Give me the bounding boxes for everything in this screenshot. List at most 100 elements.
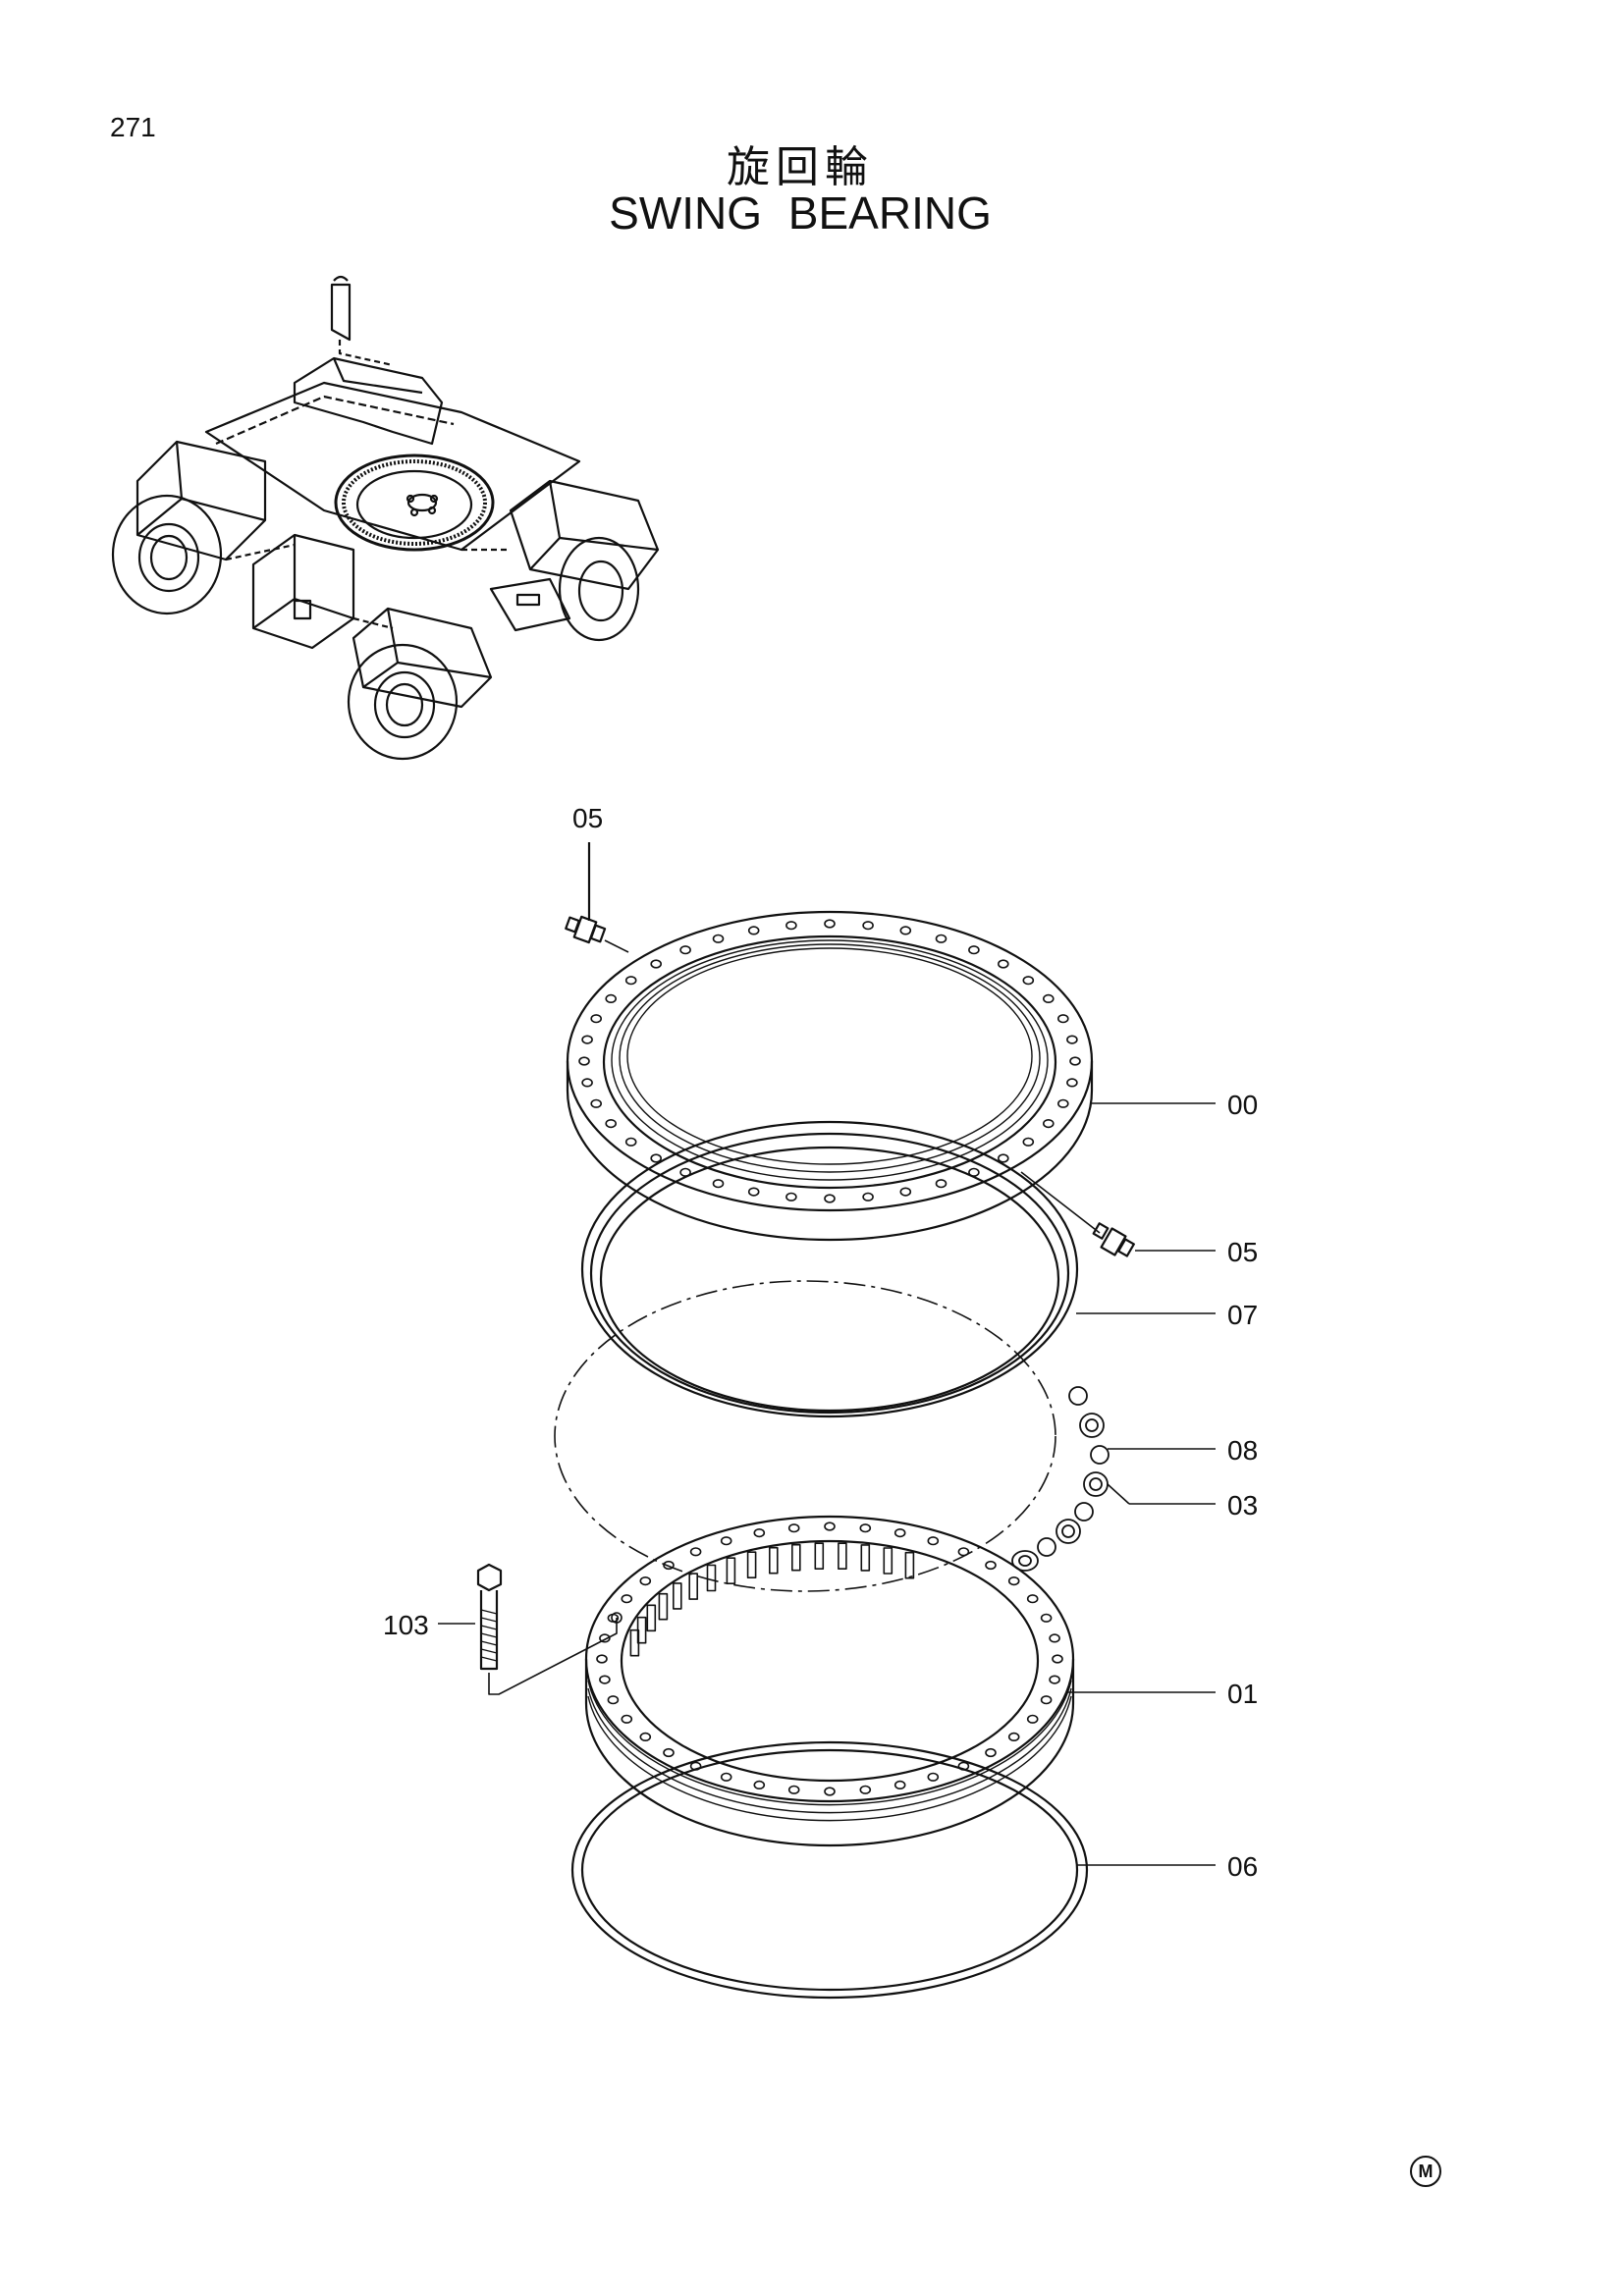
bolt-hole	[824, 1522, 836, 1531]
bolt-hole	[663, 1560, 675, 1571]
bolt-hole	[720, 1772, 732, 1782]
gear-tooth	[658, 1592, 669, 1621]
seal-07	[580, 1120, 1079, 1418]
bolt-hole	[621, 1594, 633, 1604]
bolt-hole	[985, 1747, 997, 1758]
bolt-hole	[621, 1714, 633, 1724]
bolt-hole	[862, 1192, 874, 1201]
bolt-hole	[1066, 1035, 1078, 1044]
bolt-hole	[859, 1523, 872, 1533]
bolt-hole	[590, 1098, 603, 1108]
gear-tooth	[726, 1557, 736, 1584]
bolt-hole	[1007, 1575, 1020, 1586]
bolt-hole	[985, 1560, 997, 1571]
bolt-hole	[957, 1547, 970, 1557]
gear-tooth	[814, 1542, 825, 1570]
bolt-hole	[605, 1118, 618, 1129]
bolt-hole	[639, 1732, 652, 1741]
bolt-hole	[605, 993, 618, 1004]
bolt-hole	[753, 1780, 766, 1789]
bolt-hole	[824, 1194, 836, 1203]
undercarriage-illustration	[111, 275, 660, 761]
bolt-hole	[1069, 1056, 1081, 1066]
bolt-hole	[862, 921, 874, 931]
bolt-hole	[927, 1536, 940, 1546]
bolt-hole	[624, 1137, 637, 1147]
bolt-hole	[1022, 1137, 1035, 1147]
bolt-hole	[927, 1772, 940, 1782]
inner-ring-gear	[584, 1515, 1075, 1847]
bolt-hole	[1052, 1654, 1063, 1664]
bolt-hole	[590, 1014, 603, 1024]
m-mark-symbol: M	[1410, 2156, 1441, 2187]
bolt-hole	[935, 1179, 947, 1189]
bolt-hole	[859, 1785, 872, 1794]
bolt-hole	[639, 1575, 652, 1586]
callout-05-right: 05	[1227, 1237, 1259, 1267]
gear-tooth	[904, 1551, 915, 1579]
gear-tooth	[672, 1582, 682, 1610]
bolt-hole	[787, 1785, 800, 1794]
gear-tooth	[646, 1604, 657, 1632]
gear-tooth	[768, 1546, 779, 1575]
title-japanese: 旋回輪	[727, 142, 874, 192]
bolt-hole	[1040, 1695, 1053, 1705]
gear-tooth	[860, 1544, 871, 1572]
bolt-hole	[1040, 1613, 1053, 1623]
bolt-hole	[1049, 1675, 1060, 1684]
bolt-hole	[1057, 1098, 1069, 1108]
grease-fitting-right	[1020, 1171, 1135, 1257]
bolt-hole	[1026, 1714, 1039, 1724]
bolt-hole	[1022, 976, 1035, 986]
bolt-hole	[596, 1654, 608, 1664]
bolt-hole	[578, 1056, 590, 1066]
bolt-hole	[753, 1527, 766, 1538]
callout-01: 01	[1227, 1679, 1259, 1709]
bolt-hole	[712, 1179, 725, 1189]
bolt-hole	[624, 976, 637, 986]
bolt-hole	[650, 1153, 663, 1163]
bolt-hole	[899, 1187, 912, 1197]
gear-tooth	[636, 1616, 647, 1644]
bolt-hole	[581, 1078, 593, 1088]
bolt-103	[476, 1563, 623, 1695]
bolt-hole	[968, 945, 980, 955]
bolt-hole	[899, 926, 912, 935]
bolt-hole	[997, 1153, 1009, 1163]
gear-tooth	[688, 1573, 699, 1600]
callout-05-top: 05	[572, 803, 604, 833]
bolt-hole	[935, 934, 947, 943]
bolt-hole	[1026, 1594, 1039, 1604]
gear-tooth	[838, 1542, 847, 1570]
callout-103: 103	[383, 1610, 429, 1640]
bolt-hole	[1057, 1014, 1069, 1024]
callout-03: 03	[1227, 1490, 1259, 1521]
leader-lines	[438, 1102, 1216, 1866]
bolt-hole	[893, 1780, 906, 1789]
bolt-hole	[747, 1187, 760, 1197]
bolt-hole	[663, 1747, 675, 1758]
bolt-hole	[650, 959, 663, 969]
bolt-hole	[679, 945, 691, 955]
bolt-hole	[607, 1695, 620, 1705]
gear-tooth	[706, 1564, 717, 1592]
bolt-hole	[599, 1675, 611, 1684]
bolt-hole	[893, 1527, 906, 1538]
balls-and-spacers	[1011, 1386, 1110, 1572]
bolt-hole	[1043, 993, 1055, 1004]
bolt-hole	[747, 926, 760, 935]
bolt-hole	[1066, 1078, 1078, 1088]
bolt-hole	[689, 1547, 702, 1557]
bolt-hole	[1007, 1732, 1020, 1741]
bolt-hole	[712, 934, 725, 943]
outer-ring	[566, 910, 1094, 1242]
callout-07: 07	[1227, 1300, 1259, 1330]
gear-tooth	[746, 1551, 757, 1578]
bolt-hole	[599, 1633, 611, 1643]
bolt-hole	[785, 1192, 797, 1201]
bolt-hole	[720, 1536, 732, 1546]
bolt-hole	[997, 959, 1009, 969]
bolt-hole	[824, 1787, 836, 1796]
callout-06: 06	[1227, 1851, 1259, 1882]
